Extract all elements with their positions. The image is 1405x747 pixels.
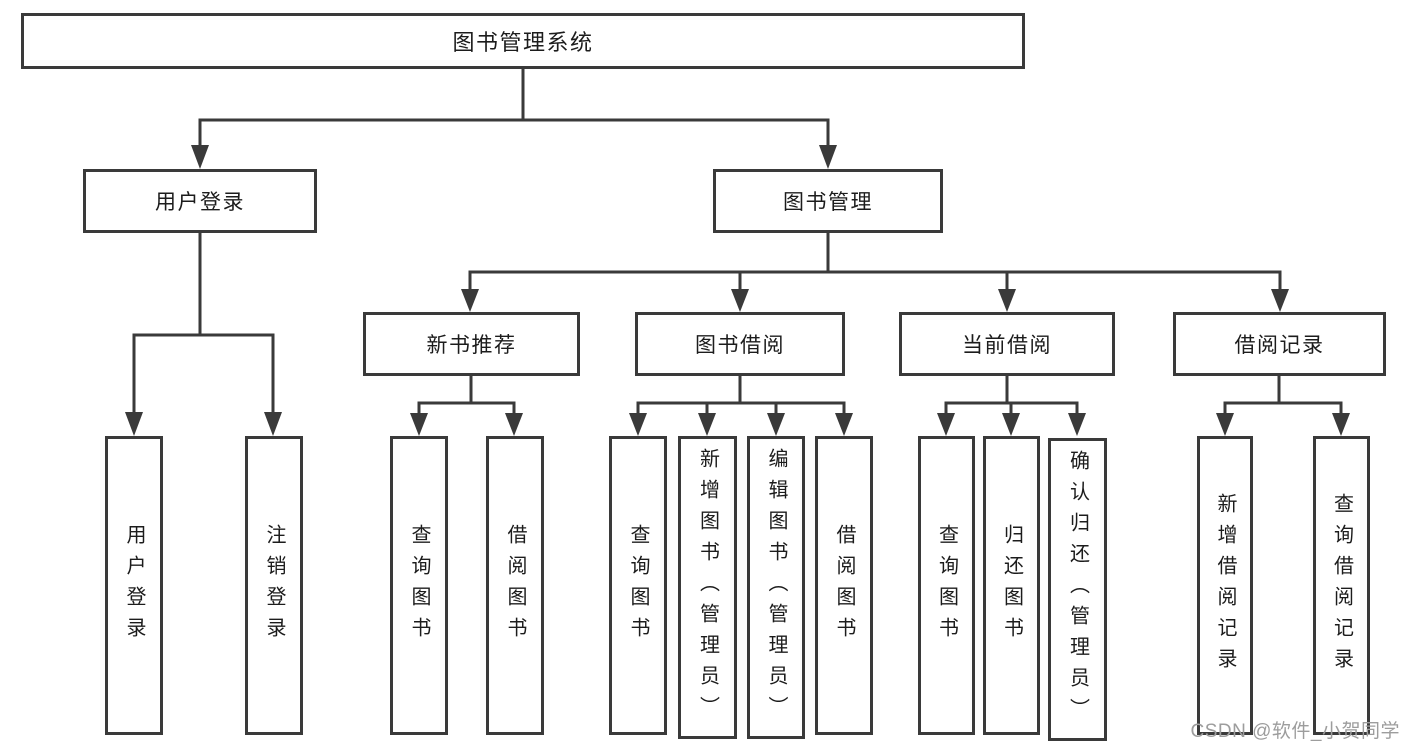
- connector-borrowing-to-leaves: [629, 376, 853, 436]
- csdn-watermark: CSDN @软件_小贺同学: [1190, 721, 1400, 742]
- arrow-to-book-management: [819, 145, 837, 169]
- node-label: 查询图书: [408, 523, 430, 648]
- leaf-user-login: 用户登录: [105, 436, 163, 735]
- arrow-to-add-book: [698, 413, 716, 436]
- arrow-to-borrowing-records: [1271, 289, 1289, 312]
- connector-recommend-to-leaves: [410, 376, 523, 436]
- node-label: 借阅图书: [833, 523, 855, 648]
- node-label: 确认归还（管理员）: [1066, 450, 1089, 729]
- leaf-query-books-current: 查询图书: [918, 436, 975, 735]
- connector-current-to-leaves: [937, 376, 1086, 436]
- node-label: 图书管理系统: [452, 30, 594, 55]
- arrow-to-query-borrow-record: [1332, 413, 1350, 436]
- node-borrowing-records: 借阅记录: [1173, 312, 1386, 376]
- node-label: 查询图书: [935, 523, 958, 648]
- arrow-to-current-borrowing: [998, 289, 1016, 312]
- leaf-edit-book-admin: 编辑图书（管理员）: [747, 436, 805, 739]
- leaf-borrow-books-recommend: 借阅图书: [486, 436, 544, 735]
- leaf-add-book-admin: 新增图书（管理员）: [678, 436, 737, 739]
- arrow-to-leaf-user-login: [125, 412, 143, 436]
- arrow-to-borrow-books-1: [505, 413, 523, 436]
- node-label: 图书管理: [783, 191, 873, 214]
- connector-book-management-to-level3: [461, 233, 1289, 312]
- arrow-to-book-borrowing: [731, 289, 749, 312]
- arrow-to-add-borrow-record: [1216, 413, 1234, 436]
- node-label: 注销登录: [263, 523, 285, 648]
- leaf-query-books-recommend: 查询图书: [390, 436, 448, 735]
- leaf-query-borrow-record: 查询借阅记录: [1313, 436, 1370, 735]
- node-current-borrowing: 当前借阅: [899, 312, 1115, 376]
- arrow-to-leaf-logout: [264, 412, 282, 436]
- node-label: 当前借阅: [962, 334, 1052, 357]
- node-label: 用户登录: [123, 523, 145, 648]
- node-label: 借阅图书: [504, 523, 526, 648]
- node-label: 编辑图书（管理员）: [765, 448, 787, 727]
- arrow-to-return-books: [1002, 413, 1020, 436]
- arrow-to-borrow-books-2: [835, 413, 853, 436]
- node-label: 新书推荐: [426, 334, 517, 357]
- connector-root-to-level2: [191, 69, 837, 169]
- connector-records-to-leaves: [1216, 376, 1350, 436]
- arrow-to-query-books-3: [937, 413, 955, 436]
- arrow-to-query-books-1: [410, 413, 428, 436]
- node-user-login: 用户登录: [83, 169, 317, 233]
- node-book-borrowing: 图书借阅: [635, 312, 845, 376]
- node-label: 用户登录: [155, 191, 245, 214]
- leaf-logout: 注销登录: [245, 436, 303, 735]
- node-label: 借阅记录: [1234, 334, 1325, 357]
- node-label: 图书借阅: [695, 334, 785, 357]
- node-label: 查询借阅记录: [1330, 492, 1353, 679]
- leaf-borrow-books-borrowing: 借阅图书: [815, 436, 873, 735]
- connector-user-login-to-leaves: [125, 233, 282, 436]
- node-label: 归还图书: [1000, 523, 1023, 648]
- leaf-confirm-return-admin: 确认归还（管理员）: [1048, 438, 1107, 741]
- node-book-management: 图书管理: [713, 169, 943, 233]
- node-label: 新增图书（管理员）: [696, 448, 719, 727]
- leaf-query-books-borrowing: 查询图书: [609, 436, 667, 735]
- node-label: 查询图书: [627, 523, 649, 648]
- leaf-return-books: 归还图书: [983, 436, 1040, 735]
- node-library-management-system: 图书管理系统: [21, 13, 1025, 69]
- leaf-add-borrow-record: 新增借阅记录: [1197, 436, 1253, 735]
- arrow-to-confirm-return: [1068, 413, 1086, 436]
- arrow-to-new-book-recommend: [461, 289, 479, 312]
- arrow-to-user-login: [191, 145, 209, 169]
- node-label: 新增借阅记录: [1214, 492, 1236, 679]
- arrow-to-query-books-2: [629, 413, 647, 436]
- node-new-book-recommend: 新书推荐: [363, 312, 580, 376]
- arrow-to-edit-book: [767, 413, 785, 436]
